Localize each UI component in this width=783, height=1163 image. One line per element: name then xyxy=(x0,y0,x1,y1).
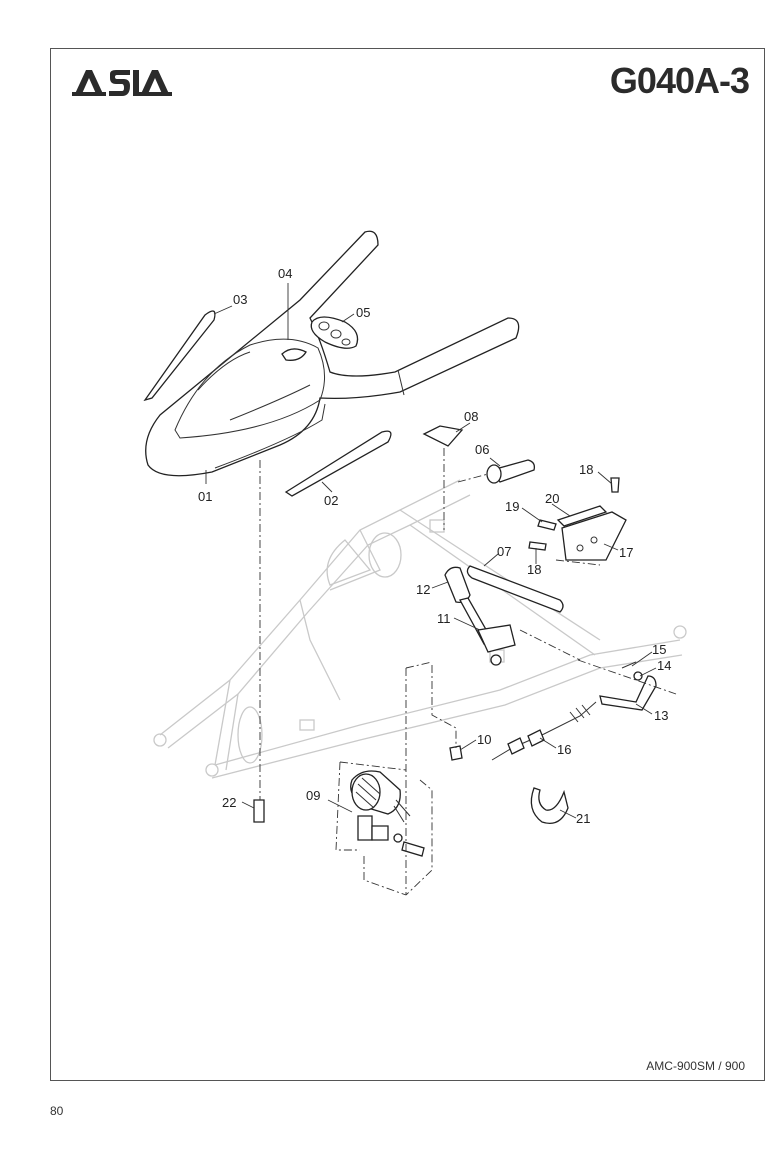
part-06-grip xyxy=(486,459,536,484)
part-17-20-bracket xyxy=(528,477,627,561)
callout-14: 14 xyxy=(657,658,671,673)
callout-18-bottom: 18 xyxy=(527,562,541,577)
callout-19: 19 xyxy=(505,499,519,514)
chassis-frame xyxy=(153,479,687,779)
callout-05: 05 xyxy=(356,305,370,320)
callout-22: 22 xyxy=(222,795,236,810)
diagram-code: G040A-3 xyxy=(609,60,750,101)
part-01-front-fairing xyxy=(145,230,520,477)
callout-16: 16 xyxy=(557,742,571,757)
page-number: 80 xyxy=(50,1104,64,1118)
model-label: AMC-900SM / 900 xyxy=(646,1059,745,1073)
asia-logo xyxy=(72,70,172,96)
callout-17: 17 xyxy=(619,545,633,560)
part-16-cable xyxy=(491,701,597,761)
callout-06: 06 xyxy=(475,442,489,457)
assembly-lines xyxy=(259,448,677,896)
callout-01: 01 xyxy=(198,489,212,504)
callout-15: 15 xyxy=(652,642,666,657)
part-02-lower-trim xyxy=(284,430,392,497)
callout-04: 04 xyxy=(278,266,292,281)
callout-08: 08 xyxy=(464,409,478,424)
callout-12: 12 xyxy=(416,582,430,597)
callout-09: 09 xyxy=(306,788,320,803)
callout-21: 21 xyxy=(576,811,590,826)
callout-18-top: 18 xyxy=(579,462,593,477)
callout-02: 02 xyxy=(324,493,338,508)
callout-11: 11 xyxy=(437,611,451,626)
part-11-12-lever xyxy=(444,566,516,666)
part-03-left-trim xyxy=(143,310,216,402)
callout-13: 13 xyxy=(654,708,668,723)
part-13-15-linkage xyxy=(599,661,657,711)
callout-20: 20 xyxy=(545,491,559,506)
leader-lines xyxy=(205,283,657,819)
part-05-meter-panel xyxy=(310,316,359,349)
part-22-bolt xyxy=(253,799,265,823)
callout-03: 03 xyxy=(233,292,247,307)
callout-labels: 01 02 03 04 05 06 07 08 09 10 11 12 13 1… xyxy=(198,266,671,826)
part-07-bar xyxy=(466,565,564,613)
part-09-headlight xyxy=(350,770,425,857)
callout-07: 07 xyxy=(497,544,511,559)
callout-10: 10 xyxy=(477,732,491,747)
page-frame xyxy=(50,48,765,1081)
part-08-plate xyxy=(422,425,464,447)
part-21-strap xyxy=(530,787,569,825)
part-10-nut xyxy=(449,745,463,761)
